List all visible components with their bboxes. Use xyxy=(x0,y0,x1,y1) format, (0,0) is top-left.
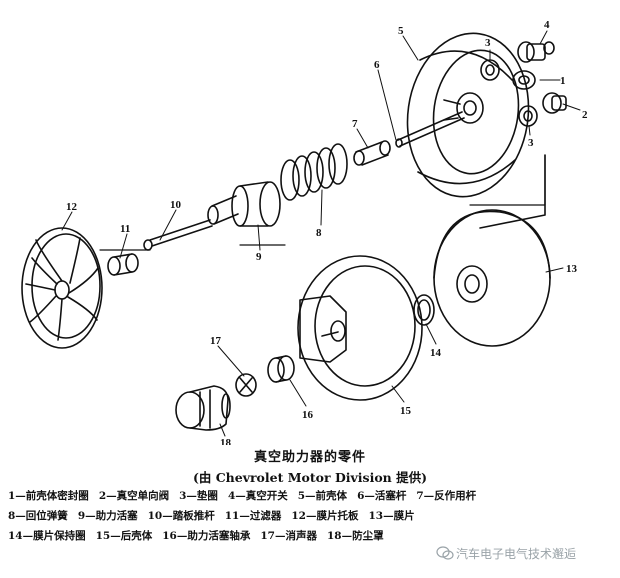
callout-1: 1 xyxy=(560,75,566,87)
leader-lines xyxy=(61,30,581,437)
callout-10: 10 xyxy=(170,199,182,211)
callout-9: 9 xyxy=(256,251,262,263)
callout-3-bottom: 3 xyxy=(528,137,534,149)
piston-rod-part-6 xyxy=(395,111,465,148)
legend-item: 16—助力活塞轴承 xyxy=(162,530,251,542)
callout-6: 6 xyxy=(374,59,380,71)
callout-18: 18 xyxy=(220,437,232,445)
figure-subtitle: (由 Chevrolet Motor Division 提供) xyxy=(192,470,428,485)
callout-16: 16 xyxy=(302,409,314,421)
vacuum-check-valve-part-2 xyxy=(542,92,567,114)
exploded-view-diagram: 1 2 3 3 4 5 6 7 8 9 10 11 12 13 14 15 16… xyxy=(21,19,588,445)
legend-line-3: 14—膜片保持圈 15—后壳体 16—助力活塞轴承 17—消声器 18—防尘罩 xyxy=(8,528,394,543)
callout-15: 15 xyxy=(400,405,412,417)
legend-item: 18—防尘罩 xyxy=(327,530,384,542)
reaction-rod-part-7 xyxy=(353,140,391,166)
legend-item: 10—踏板推杆 xyxy=(147,510,215,522)
washer-part-3-top xyxy=(480,59,500,81)
filter-part-11 xyxy=(107,253,139,276)
diaphragm-plate-part-12 xyxy=(21,227,103,349)
callout-8: 8 xyxy=(316,227,322,239)
figure-title: 真空助力器的零件 xyxy=(253,450,366,465)
legend-item: 12—膜片托板 xyxy=(291,510,359,522)
legend-item: 17—消声器 xyxy=(260,530,317,542)
return-spring-part-8 xyxy=(280,143,348,201)
callout-4: 4 xyxy=(544,19,550,31)
legend-item: 1—前壳体密封圈 xyxy=(8,490,89,502)
legend-item: 14—膜片保持圈 xyxy=(8,530,86,542)
callout-3-top: 3 xyxy=(485,37,491,49)
legend-item: 5—前壳体 xyxy=(297,490,348,502)
pedal-push-rod-part-10 xyxy=(143,219,213,251)
legend-item: 11—过滤器 xyxy=(224,510,282,522)
legend-item: 6—活塞杆 xyxy=(357,490,407,502)
power-piston-part-9 xyxy=(207,181,281,227)
legend-item: 9—助力活塞 xyxy=(77,510,138,522)
front-housing-seal-part-1 xyxy=(512,70,536,90)
callout-14: 14 xyxy=(430,347,442,359)
piston-bearing-part-16 xyxy=(267,355,295,383)
legend-line-2: 8—回位弹簧 9—助力活塞 10—踏板推杆 11—过滤器 12—膜片托板 13—膜片 xyxy=(8,508,425,523)
washer-part-3-bottom xyxy=(518,105,538,127)
callout-7: 7 xyxy=(352,118,358,130)
callout-13: 13 xyxy=(566,263,578,275)
rear-housing-part-15 xyxy=(297,255,423,401)
callout-2: 2 xyxy=(582,109,588,121)
dust-boot-part-18 xyxy=(175,385,231,431)
vacuum-switch-part-4 xyxy=(517,41,555,63)
legend-item: 15—后壳体 xyxy=(95,530,153,542)
diaphragm-part-13 xyxy=(433,209,551,347)
callout-17: 17 xyxy=(210,335,222,347)
wechat-icon xyxy=(436,546,454,560)
callout-5: 5 xyxy=(398,25,404,37)
front-housing-part-5 xyxy=(406,32,530,198)
legend-line-1: 1—前壳体密封圈 2—真空单向阀 3—垫圈 4—真空开关 5—前壳体 6—活塞杆 7—反作用… xyxy=(8,488,486,503)
callout-12: 12 xyxy=(66,201,78,213)
legend-item: 4—真空开关 xyxy=(227,490,288,502)
watermark: 汽车电子电气技术邂逅 xyxy=(436,545,576,562)
legend-item: 7—反作用杆 xyxy=(416,490,477,502)
silencer-part-17 xyxy=(235,373,257,397)
legend-item: 2—真空单向阀 xyxy=(98,490,170,502)
legend-item: 8—回位弹簧 xyxy=(8,510,68,522)
legend-item: 13—膜片 xyxy=(368,510,415,522)
legend-item: 3—垫圈 xyxy=(179,490,218,502)
watermark-text: 汽车电子电气技术邂逅 xyxy=(456,547,577,561)
callout-11: 11 xyxy=(120,223,130,235)
